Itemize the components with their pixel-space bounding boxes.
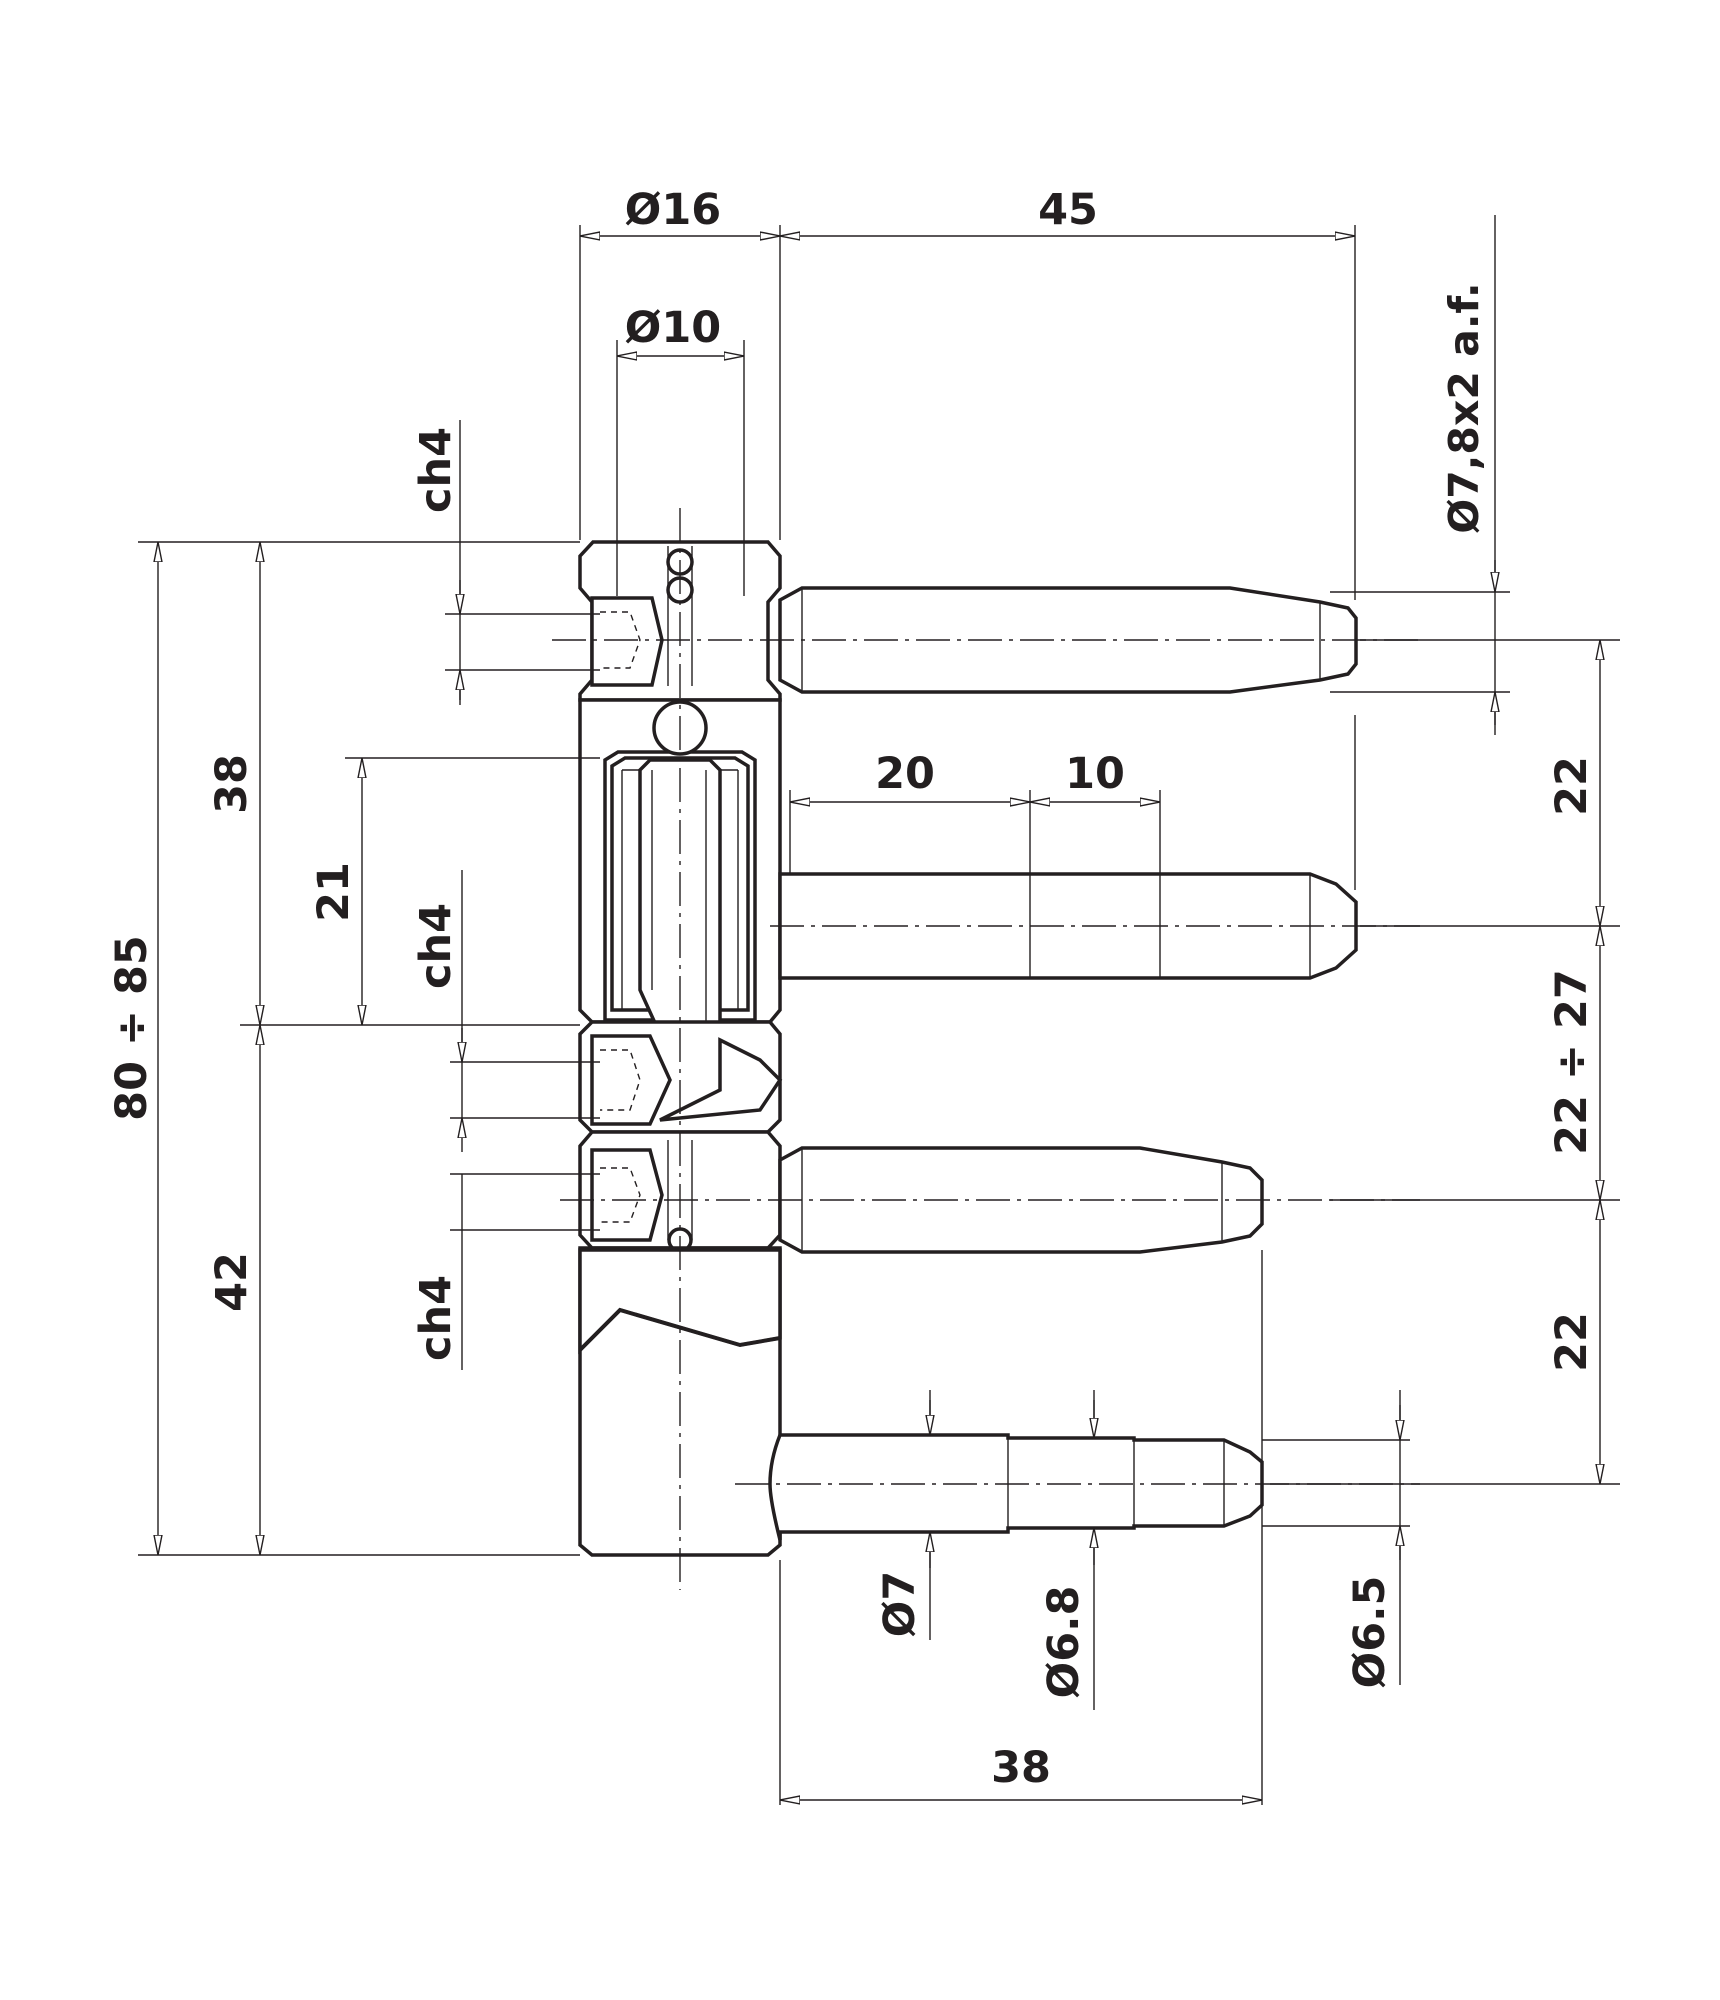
label-20: 20	[875, 749, 935, 799]
label-ch4-mid: ch4	[411, 903, 461, 989]
label-21: 21	[309, 862, 359, 922]
label-pin-top-dia: Ø7,8x2 a.f.	[1440, 282, 1488, 533]
label-dia7: Ø7	[875, 1571, 925, 1637]
label-10: 10	[1065, 749, 1125, 799]
label-38-bottom: 38	[991, 1743, 1051, 1793]
label-ch4-bottom: ch4	[411, 1275, 461, 1361]
label-dia10: Ø10	[625, 303, 721, 353]
label-45: 45	[1038, 185, 1098, 235]
extension-lines	[138, 215, 1620, 1805]
label-38-left: 38	[207, 754, 257, 814]
dimension-labels: Ø16 45 Ø10 Ø7,8x2 a.f. ch4 ch4 ch4 20 10…	[107, 185, 1597, 1793]
hinge-barrel	[578, 540, 783, 1557]
label-dia6-8: Ø6.8	[1039, 1586, 1089, 1699]
label-ch4-top: ch4	[411, 427, 461, 513]
pin-bottom	[768, 1433, 1264, 1541]
label-dia16: Ø16	[625, 185, 721, 235]
label-42: 42	[207, 1252, 257, 1312]
centerlines	[552, 508, 1420, 1590]
label-22-27: 22 ÷ 27	[1547, 969, 1597, 1155]
dimension-lines	[158, 236, 1600, 1800]
label-dia6-5: Ø6.5	[1345, 1576, 1395, 1689]
label-22-top: 22	[1547, 756, 1597, 816]
label-total-height: 80 ÷ 85	[107, 935, 157, 1121]
label-22-bottom: 22	[1547, 1312, 1597, 1372]
